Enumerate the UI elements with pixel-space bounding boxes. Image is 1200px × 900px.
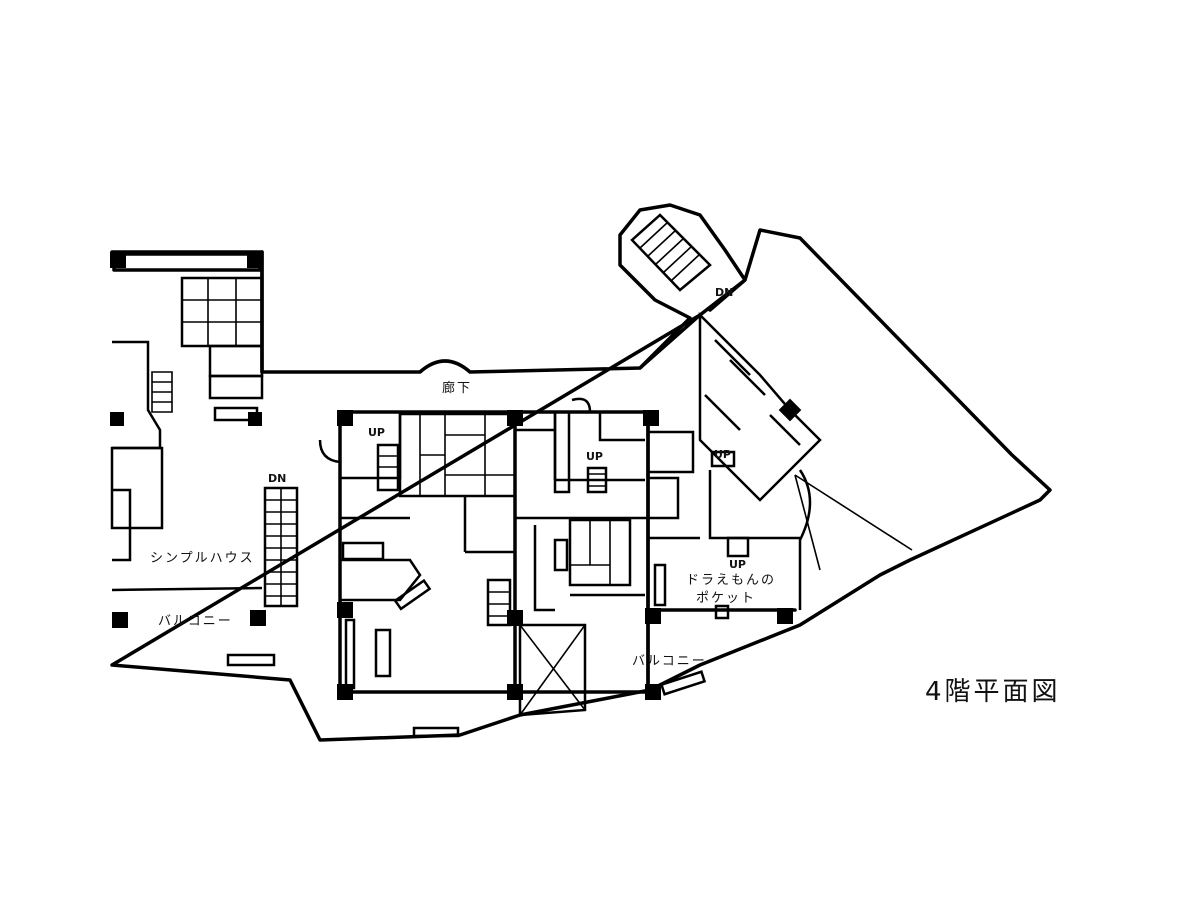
corridor-label: 廊下 (442, 380, 472, 396)
center-rooms (318, 397, 650, 738)
balcony-label-right: バルコニー (632, 654, 707, 669)
outer-walls (110, 203, 1052, 742)
dn-label-top: DN (715, 286, 733, 299)
stair-tower (630, 213, 712, 292)
simple-house-walls (110, 276, 264, 592)
up-label: UP (368, 426, 385, 439)
right-rooms (646, 311, 913, 696)
pocket-label: ポケット (696, 591, 756, 606)
plan-title: 4階平面図 (925, 677, 1061, 707)
stairs-dn-left (226, 486, 299, 667)
up-label: UP (714, 448, 731, 461)
pillars (110, 252, 802, 700)
up-label: UP (586, 450, 603, 463)
pocket-label: ドラえもんの (686, 573, 776, 588)
dn-label-left: DN (268, 472, 286, 485)
simple-house-label: シンプルハウス (150, 551, 255, 566)
up-label: UP (729, 558, 746, 571)
balcony-label-left: バルコニー (158, 614, 233, 629)
